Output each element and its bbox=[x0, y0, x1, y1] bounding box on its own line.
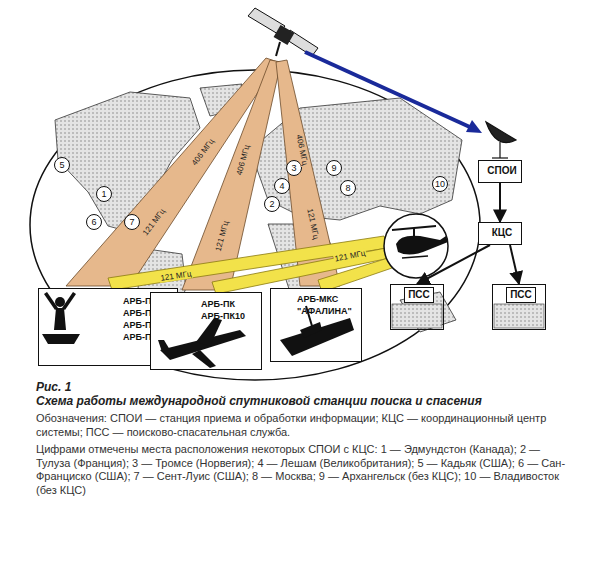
callout-number-text: 6 bbox=[91, 218, 96, 227]
callout-number: 6 bbox=[86, 214, 102, 230]
callout-number-text: 2 bbox=[269, 200, 274, 209]
callout-number: 2 bbox=[264, 196, 280, 212]
flow-arrow bbox=[510, 245, 519, 284]
box-label: ПСС bbox=[404, 287, 434, 303]
callout-number: 5 bbox=[54, 157, 70, 173]
service-box: ПСС bbox=[390, 284, 444, 330]
box-label: АРБ-ПК bbox=[201, 298, 235, 310]
center-box: КЦС bbox=[478, 222, 522, 245]
box-label: ПСС bbox=[506, 287, 536, 303]
callout-number: 1 bbox=[96, 186, 112, 202]
callout-number: 4 bbox=[274, 178, 290, 194]
helicopter bbox=[384, 214, 448, 278]
beacon-box: АРБ-МКС"АФАЛИНА" bbox=[270, 288, 362, 362]
beacon-box: АРБ-ПКАРБ-ПК10 bbox=[150, 292, 262, 370]
callout-number-text: 7 bbox=[129, 218, 134, 227]
legend-note: Обозначения: СПОИ — станция приема и обр… bbox=[36, 412, 576, 440]
callout-number-text: 4 bbox=[279, 182, 284, 191]
callout-number: 8 bbox=[340, 180, 356, 196]
callout-number-text: 1 bbox=[101, 190, 106, 199]
satellite bbox=[248, 8, 318, 56]
downlink-arrow bbox=[305, 52, 482, 133]
signal-bands bbox=[108, 236, 392, 294]
callout-number: 10 bbox=[432, 176, 448, 192]
callout-number: 7 bbox=[124, 214, 140, 230]
dish-antenna bbox=[486, 122, 516, 158]
service-box: ПСС bbox=[492, 284, 546, 330]
callout-number-text: 9 bbox=[331, 164, 336, 173]
pss-maps bbox=[392, 304, 544, 328]
callout-number-text: 8 bbox=[345, 184, 350, 193]
callout-number-text: 3 bbox=[291, 164, 296, 173]
figure-title: Рис. 1 bbox=[36, 380, 576, 394]
box-label: АРБ-МКС bbox=[297, 293, 338, 305]
box-label: АРБ-ПК10 bbox=[201, 310, 245, 322]
flow-arrow bbox=[499, 183, 501, 222]
box-label: КЦС bbox=[492, 226, 513, 240]
callout-number: 9 bbox=[326, 160, 342, 176]
callout-number-text: 10 bbox=[435, 180, 445, 189]
location-note: Цифрами отмечены места расположения неко… bbox=[36, 443, 576, 498]
flow-arrow bbox=[417, 245, 490, 284]
station-box: СПОИ bbox=[478, 160, 522, 183]
box-label: "АФАЛИНА" bbox=[297, 305, 352, 317]
box-label: СПОИ bbox=[487, 164, 516, 178]
callout-number-text: 5 bbox=[59, 161, 64, 170]
figure-caption: Схема работы международной спутниковой с… bbox=[36, 394, 576, 408]
